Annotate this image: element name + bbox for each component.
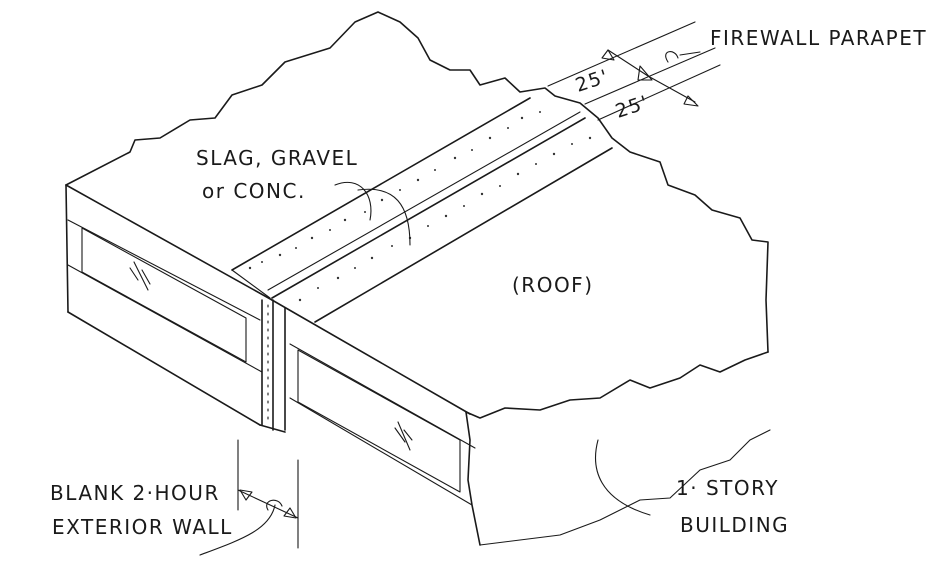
surface-label-line-2: or CONC.	[202, 179, 306, 203]
wall-label-line-1: BLANK 2·HOUR	[50, 481, 220, 505]
surface-label-line-1: SLAG, GRAVEL	[196, 146, 358, 170]
roof-outline	[65, 11, 769, 419]
right-window-panel	[297, 349, 461, 493]
roof-label: (ROOF)	[512, 273, 594, 297]
wall-thickness-dimension	[237, 439, 299, 549]
leader-lines	[199, 181, 651, 556]
parapet-strip	[231, 97, 613, 323]
firewall-wall-seam	[261, 299, 274, 431]
building-label-line-2: BUILDING	[680, 513, 789, 537]
gravel-dots	[248, 111, 592, 302]
right-wall	[259, 299, 771, 546]
dimension-label-lower: 25'	[613, 91, 652, 122]
left-wall	[65, 184, 273, 426]
left-window-panel	[81, 227, 247, 363]
wall-label-line-2: EXTERIOR WALL	[52, 515, 233, 539]
firewall-parapet-label: FIREWALL PARAPET	[710, 26, 926, 50]
building-label-line-1: 1· STORY	[676, 476, 779, 500]
dimension-label-upper: 25'	[573, 65, 612, 96]
dimension-lines	[547, 21, 721, 121]
